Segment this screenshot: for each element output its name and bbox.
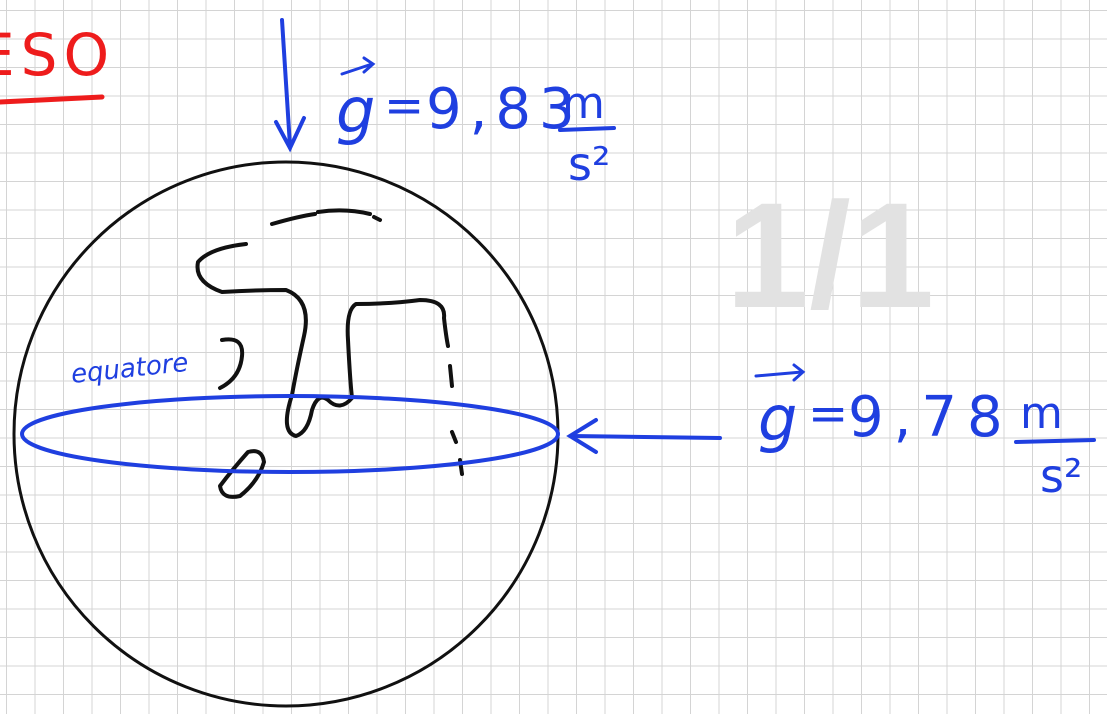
page-counter: 1/1 <box>725 171 935 339</box>
pole-vector-arrow-icon <box>340 56 376 76</box>
equator-unit-denominator: s² <box>1040 449 1082 503</box>
pole-g-value: 9,83 <box>426 77 583 142</box>
equator-unit-numerator: m <box>1020 388 1063 439</box>
heading-underline <box>0 94 105 105</box>
equator-label: equatore <box>70 348 190 390</box>
continent-doodle <box>195 208 464 499</box>
pole-equals-sign: = <box>384 78 424 134</box>
equator-vector-arrow-icon <box>754 363 806 382</box>
pole-g-symbol: g <box>336 74 375 147</box>
equator-g-symbol: g <box>758 382 797 455</box>
equator-gravity-arrow <box>566 418 722 454</box>
equator-g-value: 9,78 <box>848 385 1013 450</box>
equator-unit-fraction-bar <box>1014 438 1096 444</box>
pole-gravity-arrow <box>274 18 306 153</box>
equator-ellipse <box>20 394 560 474</box>
pole-unit-numerator: m <box>562 78 605 129</box>
equator-equals-sign: = <box>808 386 848 442</box>
pole-unit-fraction-bar <box>558 126 616 132</box>
earth-circle <box>12 160 560 708</box>
heading-text: ESO <box>0 21 115 89</box>
pole-unit-denominator: s² <box>568 137 610 191</box>
